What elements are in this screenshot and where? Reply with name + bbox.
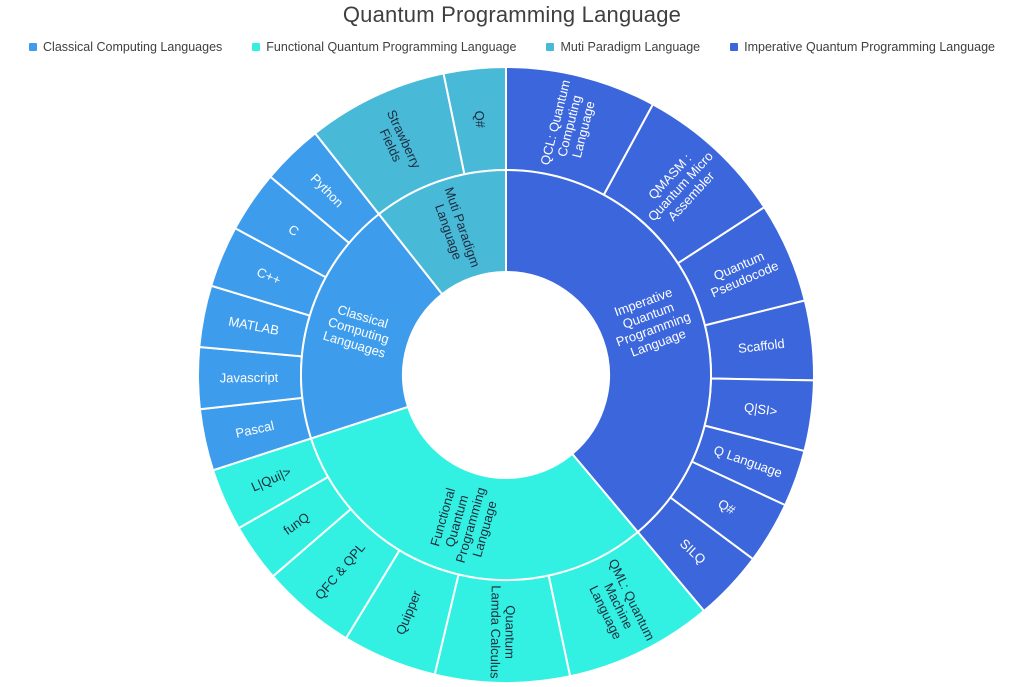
segment-label-q-si: Q|SI> — [743, 400, 778, 419]
chart-title: Quantum Programming Language — [342, 2, 682, 27]
segment-label-imperative-quantum-programming-language: ImperativeQuantumProgrammingLanguage — [604, 281, 697, 363]
chart-legend: Classical Computing Languages Functional… — [0, 40, 1024, 54]
sunburst-segments — [197, 66, 815, 684]
segment-classical-computing-languages[interactable] — [300, 213, 444, 440]
segment-label-q: Q# — [471, 110, 488, 130]
legend-swatch-icon — [252, 43, 261, 51]
legend-item-classical-computing-languages[interactable]: Classical Computing Languages — [29, 40, 222, 54]
legend-item-functional-quantum-programming-language[interactable]: Functional Quantum Programming Language — [252, 40, 516, 54]
legend-label: Imperative Quantum Programming Language — [744, 40, 995, 54]
legend-label: Muti Paradigm Language — [560, 40, 701, 54]
segment-functional-quantum-programming-language[interactable] — [310, 405, 639, 581]
segment-imperative-quantum-programming-language[interactable] — [505, 169, 712, 534]
legend-swatch-icon — [730, 43, 739, 51]
legend-swatch-icon — [29, 43, 38, 51]
legend-swatch-icon — [546, 43, 555, 51]
segment-label-scaffold: Scaffold — [737, 336, 785, 356]
legend-item-imperative-quantum-programming-language[interactable]: Imperative Quantum Programming Language — [730, 40, 995, 54]
legend-label: Functional Quantum Programming Language — [266, 40, 517, 54]
segment-label-quantum-lamda-calculus: QuantumLamda Calculus — [488, 585, 519, 679]
legend-item-muti-paradigm-language[interactable]: Muti Paradigm Language — [546, 40, 700, 54]
legend-label: Classical Computing Languages — [43, 40, 223, 54]
segment-muti-paradigm-language[interactable] — [377, 169, 507, 296]
segment-label-javascript: Javascript — [220, 370, 279, 386]
